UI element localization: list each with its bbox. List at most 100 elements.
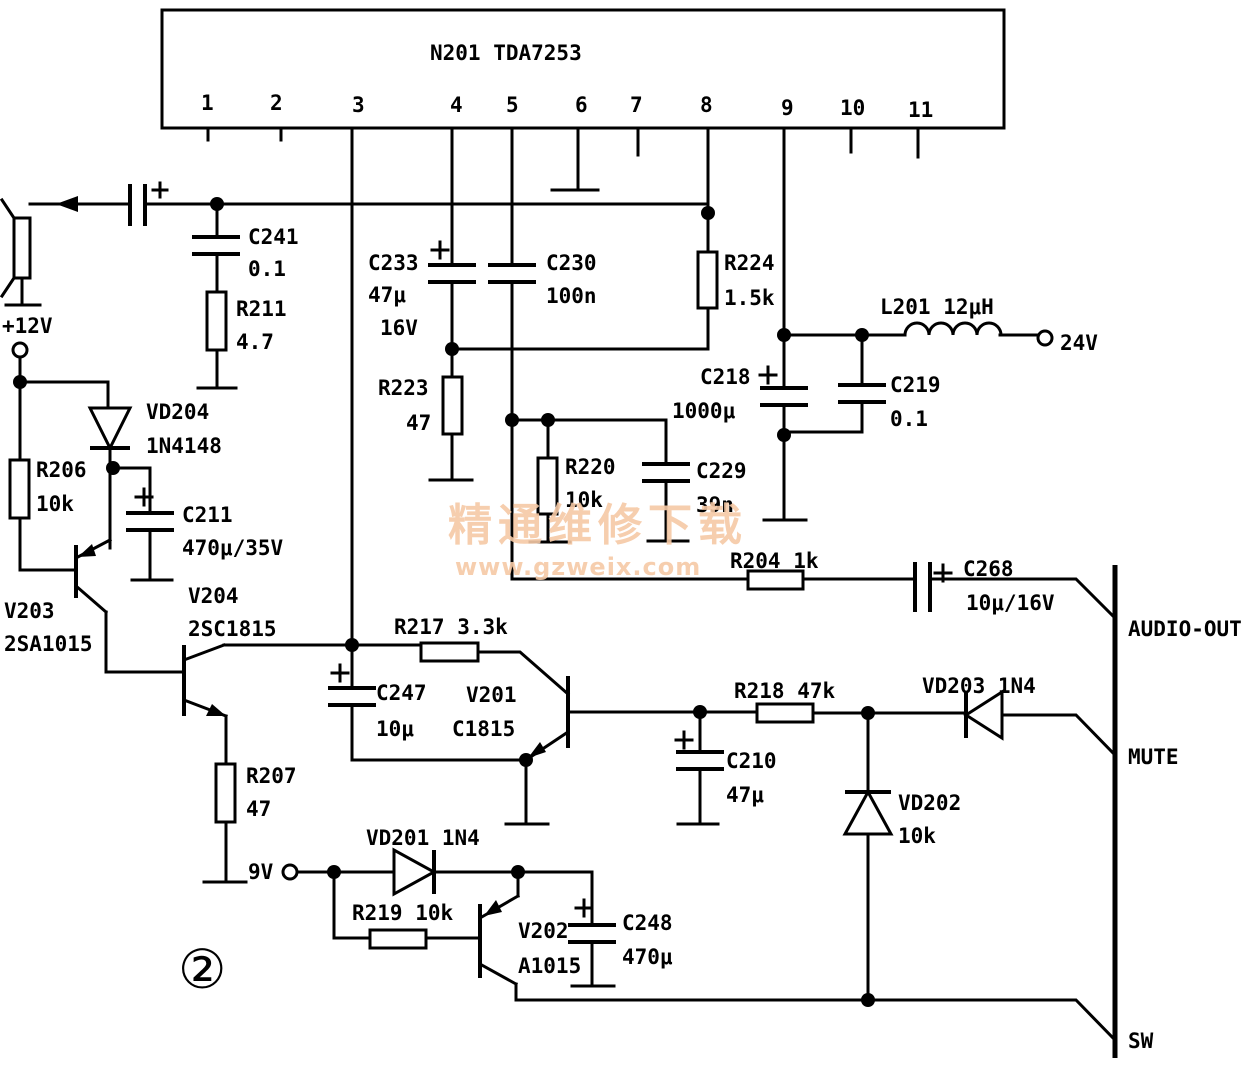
- c229-name: C229: [696, 459, 747, 483]
- c248-name: C248: [622, 911, 673, 935]
- c210-name: C210: [726, 749, 777, 773]
- connector-mute: MUTE: [1128, 745, 1179, 769]
- vd204-name: VD204: [146, 400, 209, 424]
- ic-pin-4: 4: [450, 93, 463, 117]
- resistor-r206: R206 10k: [8, 458, 87, 572]
- c241-name: C241: [248, 225, 299, 249]
- diode-vd204: VD204 1N4148: [87, 400, 222, 550]
- transistor-v202: V202 A1015: [477, 870, 1118, 1043]
- r204-label: R204 1k: [730, 549, 819, 573]
- supply-24v: L201 12μH 24V: [777, 126, 1098, 434]
- r223-name: R223: [378, 376, 429, 400]
- r219-label: R219 10k: [352, 901, 454, 925]
- c233-voltage: 16V: [380, 316, 418, 340]
- rail-9v: 9V: [248, 860, 396, 940]
- rail-9v-label: 9V: [248, 860, 274, 884]
- watermark-url: www.gzweix.com: [455, 553, 701, 581]
- ic-pin-9: 9: [781, 96, 794, 120]
- capacitor-c218: C218 1000μ: [672, 333, 808, 522]
- r220-name: R220: [565, 455, 616, 479]
- ic-pin-6: 6: [575, 93, 588, 117]
- v204-part: 2SC1815: [188, 617, 277, 641]
- resistor-r219: R219 10k: [352, 901, 482, 950]
- watermark: 精通维修下载 www.gzweix.com: [448, 500, 748, 581]
- output-wire: [28, 181, 715, 226]
- capacitor-c268: C268 10μ/16V: [913, 557, 1118, 621]
- v203-part: 2SA1015: [4, 632, 93, 656]
- r218-label: R218 47k: [734, 679, 836, 703]
- capacitor-c233: C233 47μ 16V: [368, 126, 476, 351]
- c218-value: 1000μ: [672, 399, 736, 423]
- r217-label: R217 3.3k: [394, 615, 508, 639]
- transistor-v204: V204 2SC1815: [182, 584, 354, 766]
- c218-name: C218: [700, 365, 751, 389]
- r211-value: 4.7: [236, 330, 274, 354]
- c210-value: 47μ: [726, 783, 764, 807]
- capacitor-c219: C219 0.1: [838, 373, 941, 431]
- ic-pin-1: 1: [201, 91, 214, 115]
- speaker: [0, 197, 42, 307]
- capacitor-c248: C248 470μ: [568, 898, 673, 988]
- r211-name: R211: [236, 297, 287, 321]
- capacitor-c211: C211 470μ/35V: [126, 487, 284, 582]
- c230-value: 100n: [546, 284, 597, 308]
- vd202-value: 10k: [898, 824, 936, 848]
- resistor-r224: R224 1.5k: [450, 126, 775, 351]
- resistor-r223: R223 47: [378, 347, 474, 482]
- rail-plus12: +12V: [2, 314, 110, 462]
- v202-part: A1015: [518, 954, 581, 978]
- connector: AUDIO-OUT MUTE SW: [1112, 565, 1242, 1058]
- c229-value: 39n: [696, 493, 734, 517]
- resistor-r220: R220 10k: [510, 418, 668, 544]
- v201-name: V201: [466, 683, 517, 707]
- connector-sw: SW: [1128, 1029, 1154, 1053]
- ic-pin-2: 2: [270, 91, 283, 115]
- r224-value: 1.5k: [724, 286, 775, 310]
- figure-marker: ②: [178, 938, 226, 1001]
- diode-vd203: VD203 1N4: [922, 674, 1118, 758]
- ic-pin-7: 7: [630, 93, 643, 117]
- c211-name: C211: [182, 503, 233, 527]
- r220-value: 10k: [565, 488, 603, 512]
- r207-name: R207: [246, 764, 297, 788]
- r207-value: 47: [246, 797, 271, 821]
- ic-pin-3: 3: [352, 93, 365, 117]
- vd203-label: VD203 1N4: [922, 674, 1036, 698]
- ic-label: N201 TDA7253: [430, 41, 582, 65]
- r223-value: 47: [406, 411, 431, 435]
- ic-pin-11: 11: [908, 98, 933, 122]
- c268-name: C268: [963, 557, 1014, 581]
- l201-label: L201 12μH: [880, 295, 994, 319]
- resistor-r211: R211 4.7: [196, 290, 287, 390]
- r206-name: R206: [36, 458, 87, 482]
- capacitor-c230: C230 100n: [488, 126, 917, 581]
- ic-pin-5: 5: [506, 93, 519, 117]
- c219-value: 0.1: [890, 407, 928, 431]
- ic-pin-8: 8: [700, 93, 713, 117]
- resistor-r207: R207 47: [202, 762, 297, 884]
- ic-n201: N201 TDA7253 1 2 3 4 5 6 7 8 9 10 11: [160, 8, 1006, 159]
- c268-value: 10μ/16V: [966, 591, 1055, 615]
- c248-value: 470μ: [622, 945, 673, 969]
- c233-name: C233: [368, 251, 419, 275]
- diode-vd202: VD202 10k: [842, 711, 961, 1002]
- capacitor-c210: C210 47μ: [674, 705, 777, 826]
- v201-part: C1815: [452, 717, 515, 741]
- vd202-name: VD202: [898, 791, 961, 815]
- connector-audio-out: AUDIO-OUT: [1128, 617, 1242, 641]
- r224-name: R224: [724, 251, 775, 275]
- watermark-cn: 精通维修下载: [448, 500, 748, 551]
- pin6-ground: [550, 126, 600, 192]
- resistor-r217: R217 3.3k: [350, 615, 508, 663]
- capacitor-c229: C229 39n: [642, 418, 747, 543]
- vd204-part: 1N4148: [146, 434, 222, 458]
- r206-value: 10k: [36, 492, 74, 516]
- rail-24v: 24V: [1060, 331, 1098, 355]
- c247-name: C247: [376, 681, 427, 705]
- c247-value: 10μ: [376, 717, 414, 741]
- v203-name: V203: [4, 599, 55, 623]
- rail-plus12-label: +12V: [2, 314, 53, 338]
- c211-value: 470μ/35V: [182, 536, 284, 560]
- ic-pin-10: 10: [840, 96, 865, 120]
